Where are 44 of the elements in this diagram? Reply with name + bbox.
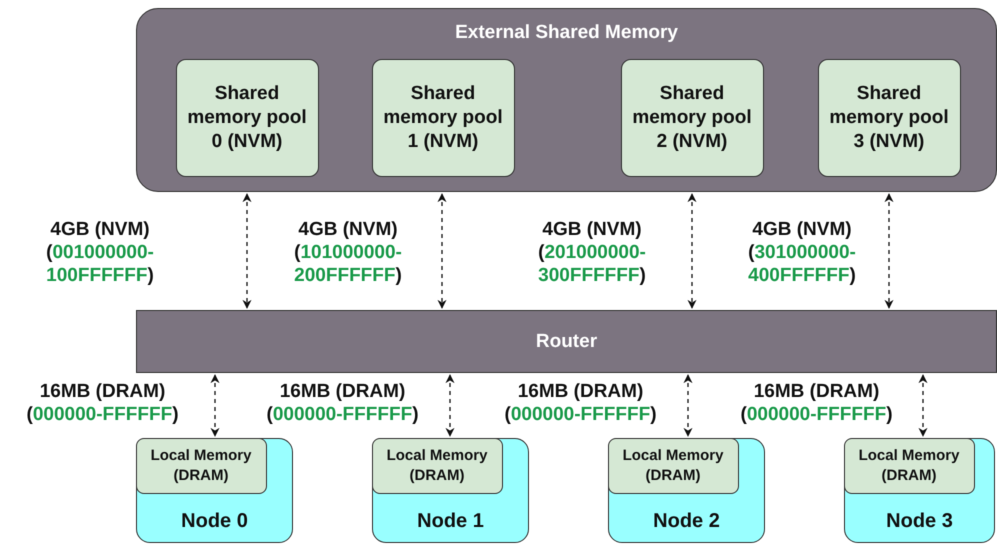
memory-pool-box xyxy=(176,58,318,176)
edge-label: 16MB (DRAM) (000000-FFFFFF) xyxy=(503,380,658,426)
node-label: Node 0 xyxy=(180,509,249,534)
local-memory-box xyxy=(844,438,974,494)
node-box xyxy=(608,438,765,543)
edge-label: 16MB (DRAM) (000000-FFFFFF) xyxy=(265,380,420,426)
local-memory-box xyxy=(136,438,266,494)
double-arrow xyxy=(210,374,220,437)
local-memory-box xyxy=(372,438,502,494)
node-label: Node 3 xyxy=(885,509,954,534)
edge-label: 4GB (NVM) (201000000-300FFFFFF) xyxy=(537,218,647,287)
local-memory-label: Local Memory (DRAM) xyxy=(150,446,252,486)
edge-label: 16MB (DRAM) (000000-FFFFFF) xyxy=(25,380,180,426)
router-label: Router xyxy=(534,330,598,354)
pool-label: Shared memory pool 2 (NVM) xyxy=(631,82,753,154)
edge-label: 4GB (NVM) (001000000-100FFFFFF) xyxy=(45,218,155,287)
double-arrow xyxy=(445,374,455,437)
shared-memory-panel xyxy=(136,8,997,192)
memory-pool-box xyxy=(818,58,960,176)
memory-pool-box xyxy=(372,58,514,176)
double-arrow xyxy=(437,193,447,309)
memory-pool-box xyxy=(620,58,764,176)
pool-label: Shared memory pool 0 (NVM) xyxy=(186,82,308,154)
double-arrow xyxy=(918,374,928,437)
edge-label: 4GB (NVM) (101000000-200FFFFFF) xyxy=(293,218,403,287)
edge-label: 16MB (DRAM) (000000-FFFFFF) xyxy=(739,380,894,426)
double-arrow xyxy=(687,193,697,309)
node-box xyxy=(372,438,529,543)
node-label: Node 2 xyxy=(652,509,721,534)
router-bar xyxy=(136,310,997,373)
panel-title: External Shared Memory xyxy=(454,21,679,45)
pool-label: Shared memory pool 3 (NVM) xyxy=(828,82,950,154)
local-memory-label: Local Memory (DRAM) xyxy=(386,446,488,486)
node-label: Node 1 xyxy=(416,509,485,534)
double-arrow xyxy=(683,374,693,437)
node-box xyxy=(844,438,995,543)
double-arrow xyxy=(884,193,894,309)
local-memory-label: Local Memory (DRAM) xyxy=(622,446,724,486)
pool-label: Shared memory pool 1 (NVM) xyxy=(382,82,504,154)
local-memory-label: Local Memory (DRAM) xyxy=(858,446,960,486)
double-arrow xyxy=(242,193,252,309)
node-box xyxy=(136,438,293,543)
edge-label: 4GB (NVM) (301000000-400FFFFFF) xyxy=(747,218,857,287)
local-memory-box xyxy=(608,438,738,494)
